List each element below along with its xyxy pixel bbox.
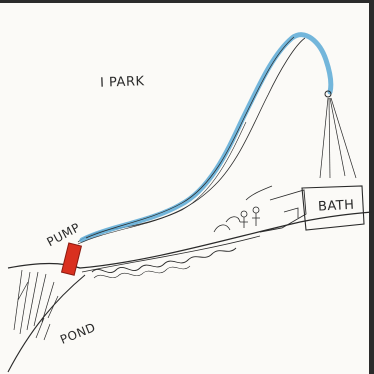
park-label: I PARK bbox=[100, 74, 145, 91]
water-jet-outline bbox=[86, 37, 294, 238]
right-edge-shadow bbox=[369, 0, 374, 374]
pond-hatching bbox=[14, 270, 58, 340]
pond-label: POND bbox=[58, 320, 97, 347]
entry-railing bbox=[246, 186, 272, 200]
top-edge-shadow bbox=[0, 0, 374, 3]
pump-body bbox=[62, 243, 82, 275]
wavy-stream-pipe bbox=[92, 248, 236, 273]
shower-spray bbox=[320, 98, 356, 178]
entry-step bbox=[284, 208, 298, 218]
bath-label: BATH bbox=[318, 198, 355, 215]
hill-slope-line-2 bbox=[82, 236, 260, 272]
people-figures bbox=[214, 207, 260, 232]
